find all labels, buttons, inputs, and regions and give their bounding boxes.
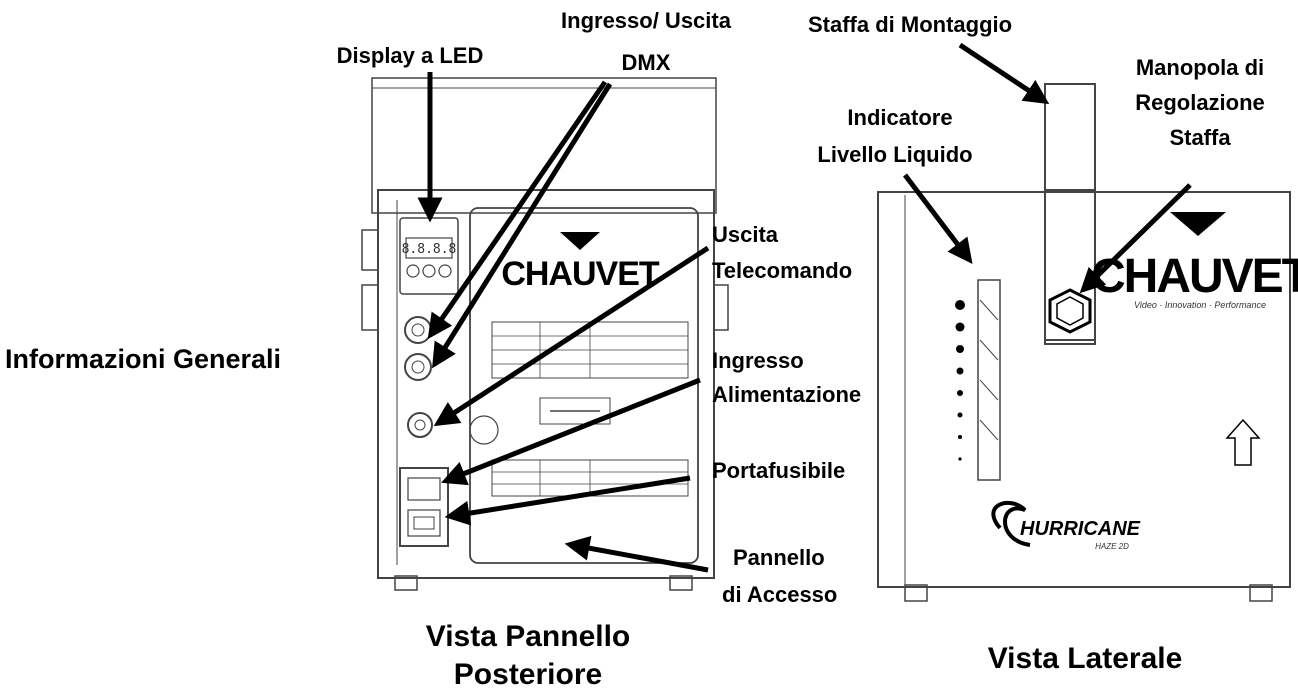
callout-dmx-line1: Ingresso/ Uscita bbox=[561, 8, 732, 33]
callout-led-display: Display a LED bbox=[337, 43, 484, 68]
side-brand-tagline: Video · Innovation · Performance bbox=[1134, 300, 1266, 310]
svg-text:8.8.8.8: 8.8.8.8 bbox=[402, 242, 457, 257]
callout-knob-line1: Manopola di bbox=[1136, 55, 1264, 80]
remote-connector-icon bbox=[407, 412, 433, 438]
power-inlet-icon bbox=[399, 467, 449, 547]
section-title: Informazioni Generali bbox=[5, 344, 281, 374]
rear-view-caption-line2: Posteriore bbox=[454, 658, 602, 691]
callout-power-line2: Alimentazione bbox=[712, 382, 861, 407]
up-arrow-icon bbox=[1225, 418, 1261, 466]
rear-view-unit: 8.8.8.8 bbox=[361, 77, 729, 591]
callout-remote-line2: Telecomando bbox=[712, 258, 852, 283]
callout-knob-line2: Regolazione bbox=[1135, 90, 1265, 115]
hex-knob-icon bbox=[1048, 288, 1092, 334]
callout-access-line2: di Accesso bbox=[722, 582, 837, 607]
callout-remote-line1: Uscita bbox=[712, 222, 779, 247]
liquid-level-indicator bbox=[955, 279, 1001, 481]
callout-level-line2: Livello Liquido bbox=[817, 142, 972, 167]
xlr-connector-icon bbox=[404, 316, 432, 381]
product-model-text: HAZE 2D bbox=[1095, 542, 1129, 551]
callout-knob-line3: Staffa bbox=[1169, 125, 1231, 150]
callout-level-line1: Indicatore bbox=[847, 105, 952, 130]
led-display-icon: 8.8.8.8 bbox=[399, 217, 459, 295]
callout-bracket: Staffa di Montaggio bbox=[808, 12, 1012, 37]
side-view-unit: CHAUVET Video · Innovation · Performance… bbox=[877, 83, 1298, 602]
callout-power-line1: Ingresso bbox=[712, 348, 804, 373]
side-brand-logo: CHAUVET bbox=[1091, 250, 1298, 303]
callout-fuse: Portafusibile bbox=[712, 458, 845, 483]
callout-access-line1: Pannello bbox=[733, 545, 825, 570]
rear-view-caption-line1: Vista Pannello bbox=[426, 620, 631, 653]
fuse-holder-icon bbox=[407, 509, 441, 537]
rear-brand-logo: CHAUVET bbox=[501, 255, 660, 293]
access-panel: CHAUVET bbox=[469, 207, 699, 564]
product-logo: HURRICANE HAZE 2D bbox=[991, 500, 1141, 551]
product-logo-text: HURRICANE bbox=[1020, 518, 1141, 540]
callout-dmx-line2: DMX bbox=[622, 50, 671, 75]
side-view-caption: Vista Laterale bbox=[988, 642, 1183, 675]
callout-arrows bbox=[417, 42, 1192, 573]
